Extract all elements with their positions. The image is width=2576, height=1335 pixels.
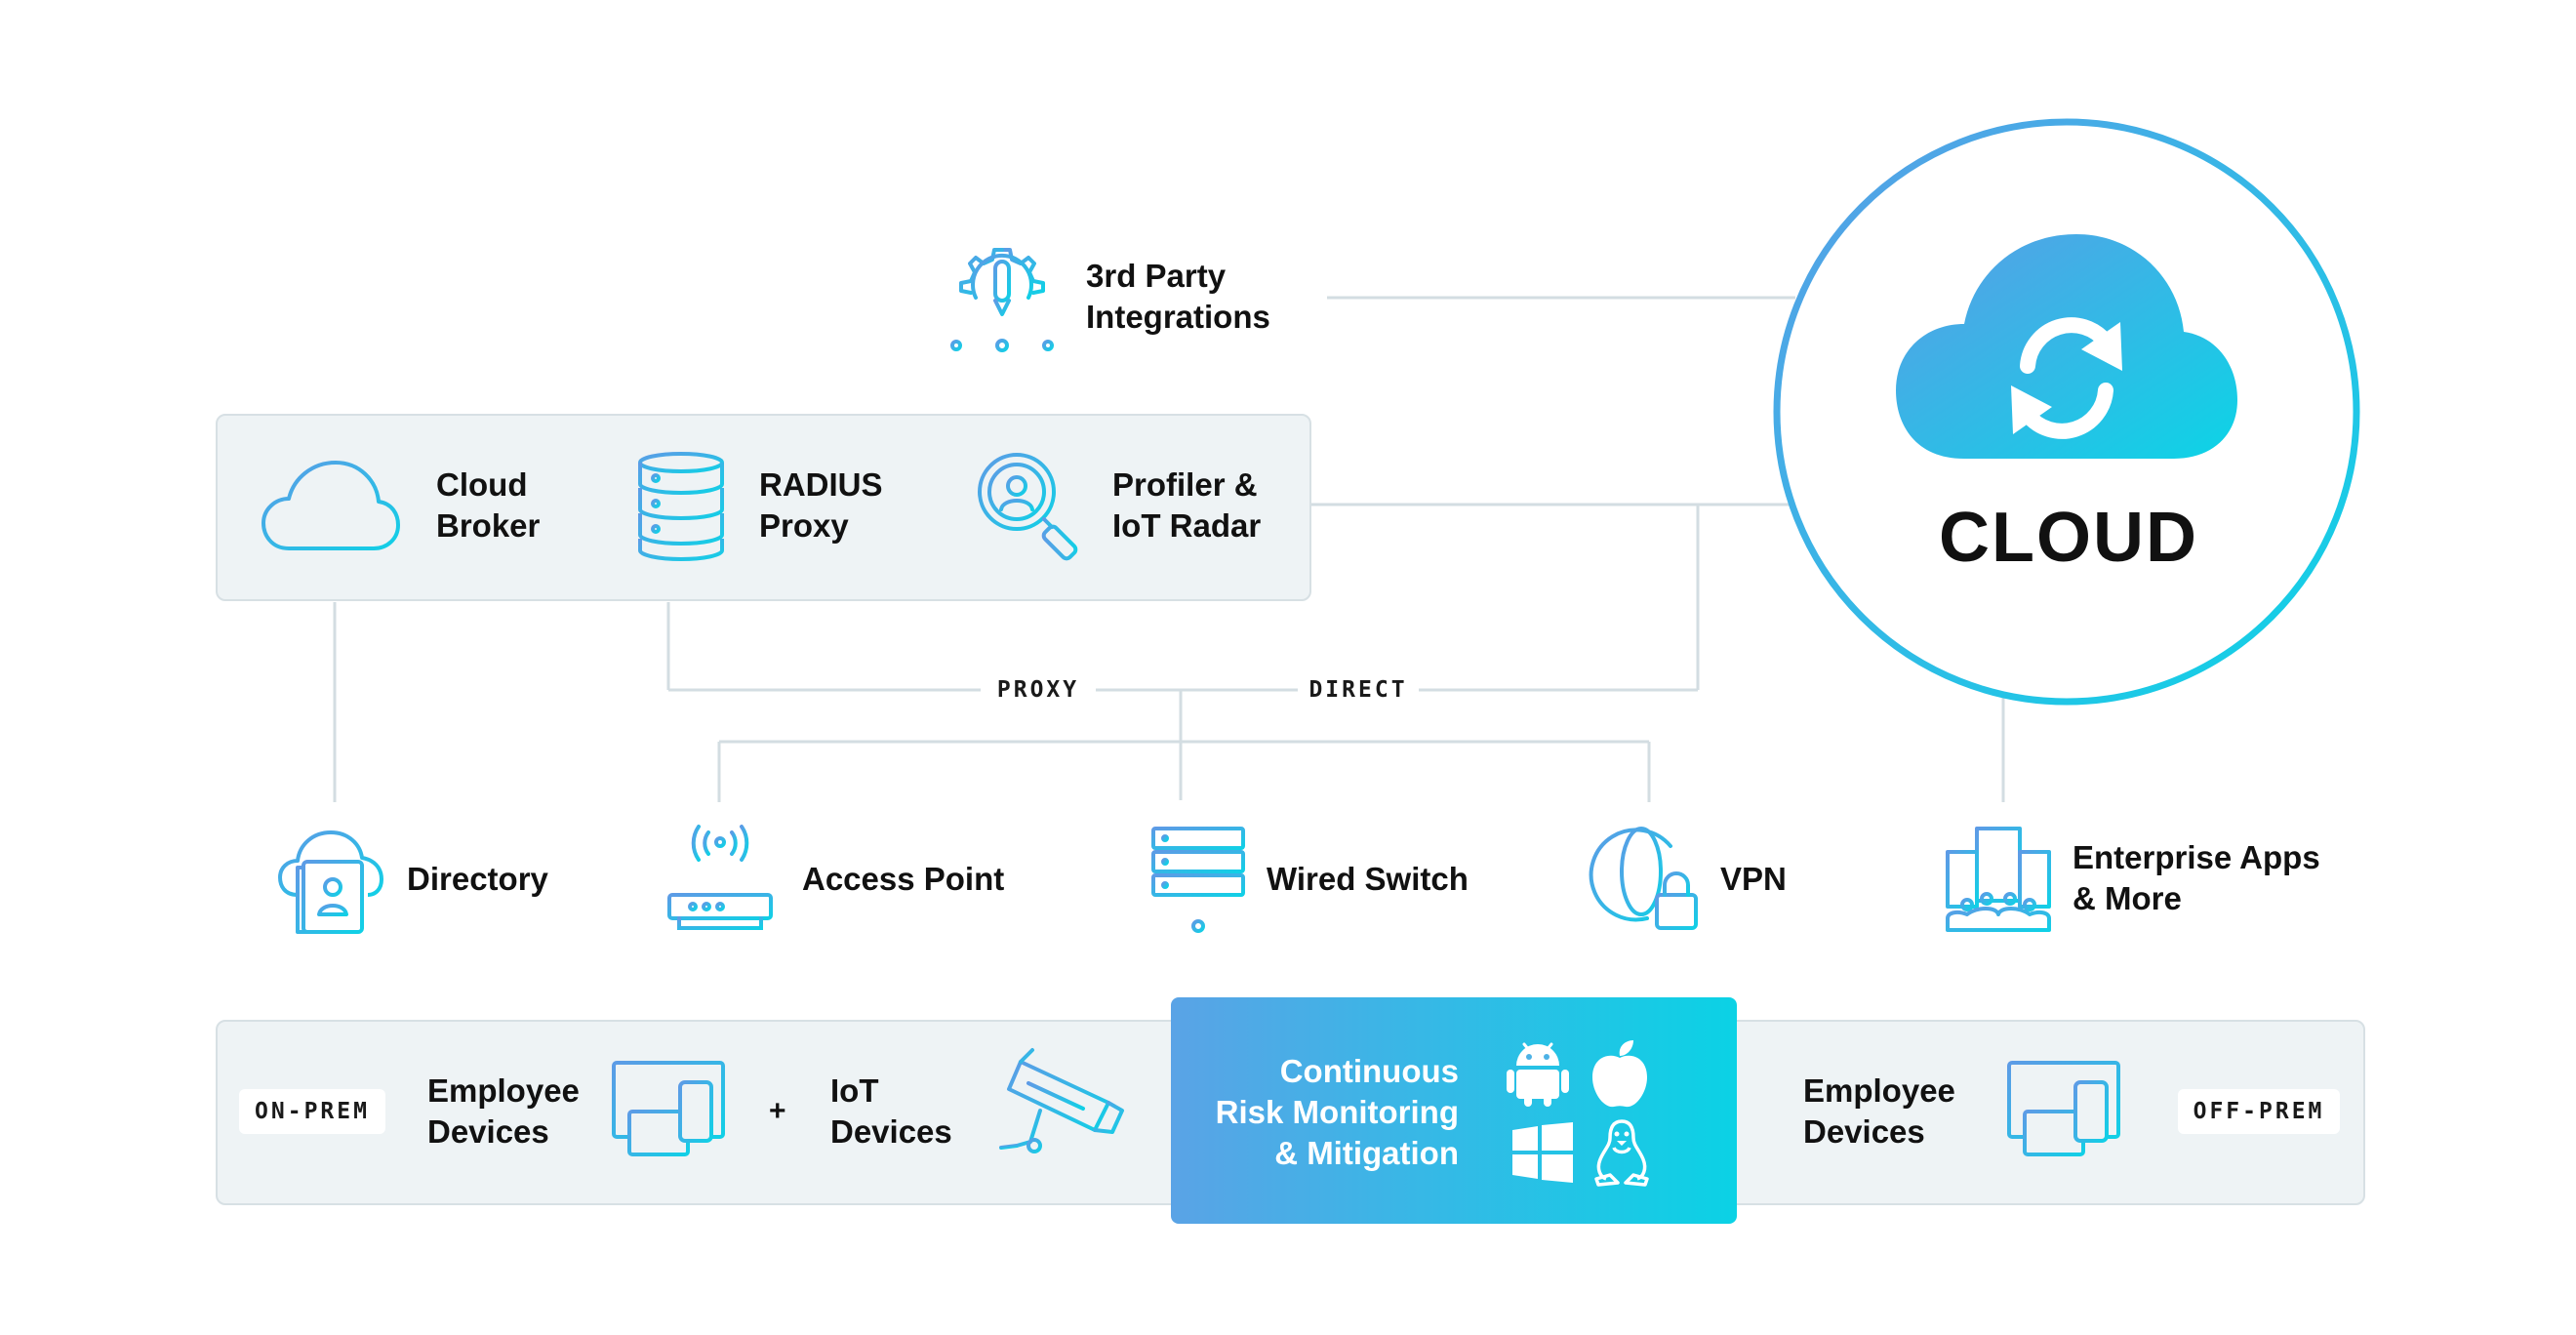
wired-switch-label: Wired Switch: [1267, 861, 1469, 897]
vpn-label: VPN: [1720, 861, 1787, 897]
enterprise-label: Enterprise Apps& More: [2073, 839, 2320, 916]
iot-camera-icon: [999, 1048, 1124, 1165]
linux-tux-icon: [1594, 1119, 1649, 1187]
windows-icon: [1512, 1122, 1573, 1183]
employee-devices-right-icon: [2005, 1061, 2122, 1162]
cloud-title: CLOUD: [1939, 499, 2198, 577]
employee-devices-left-icon: [610, 1061, 727, 1162]
cloud-broker-icon: [262, 461, 400, 550]
profiler-label: Profiler &IoT Radar: [1112, 466, 1262, 544]
direct-tag: DIRECT: [1298, 673, 1419, 707]
cloud-sync-icon: [1896, 234, 2237, 459]
integrations-gear-icon: [950, 248, 1054, 352]
apple-icon: [1592, 1040, 1647, 1108]
enterprise-building-icon: [1946, 827, 2051, 932]
profiler-magnifier-icon: [978, 453, 1078, 561]
proxy-tag: PROXY: [981, 673, 1096, 707]
android-icon: [1507, 1042, 1569, 1107]
directory-label: Directory: [407, 861, 548, 897]
on-prem-tag: ON-PREM: [239, 1089, 385, 1134]
radius-proxy-server-icon: [638, 452, 724, 561]
directory-icon: [278, 830, 383, 934]
off-prem-tag: OFF-PREM: [2178, 1089, 2340, 1134]
vpn-globe-lock-icon: [1589, 827, 1698, 930]
cloud-services-panel: [216, 414, 1311, 601]
plus-sign: +: [769, 1095, 786, 1127]
access-point-icon: [667, 825, 773, 930]
access-point-label: Access Point: [802, 861, 1005, 897]
wired-switch-icon: [1151, 827, 1245, 933]
